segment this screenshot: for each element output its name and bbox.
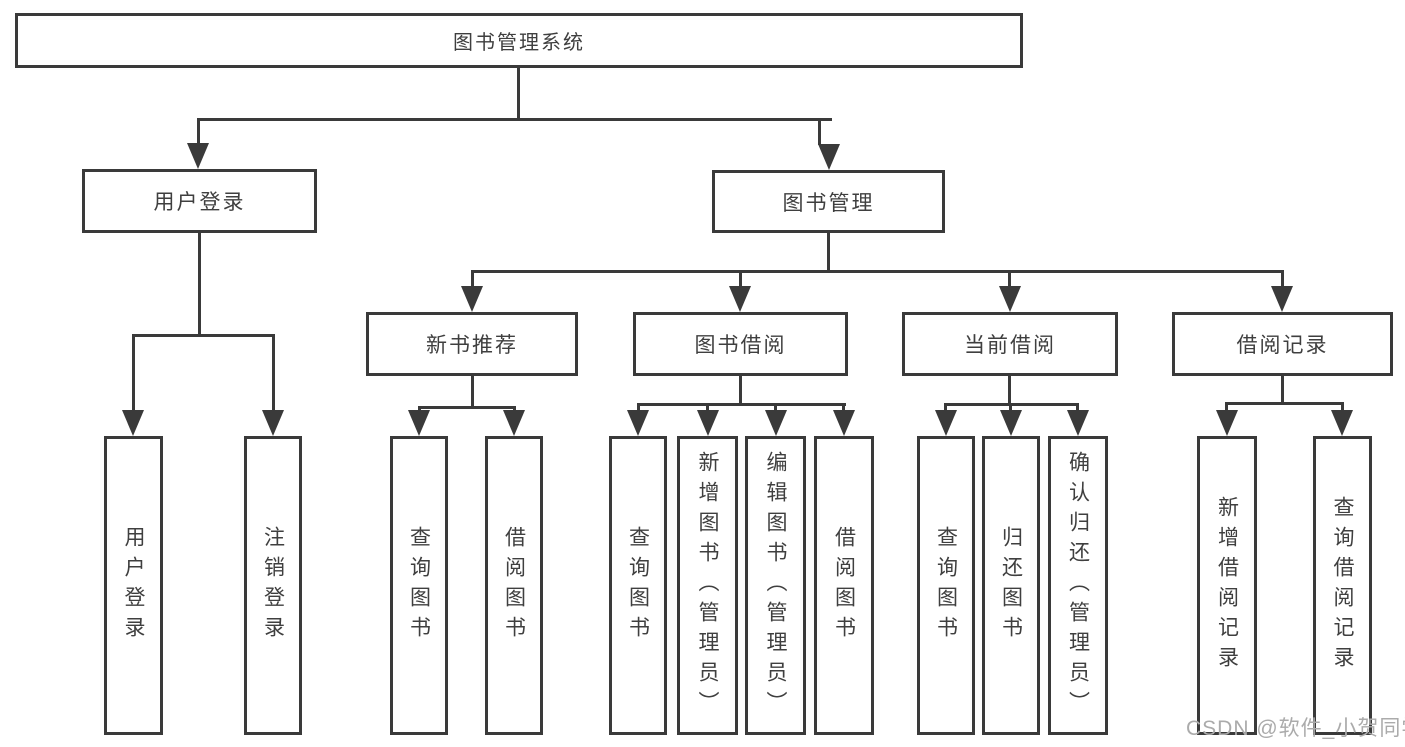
- connector-line: [272, 334, 275, 412]
- node-new-book-recommend: 新书推荐: [366, 312, 578, 376]
- connector-line: [842, 403, 845, 412]
- arrowhead-icon: [999, 286, 1021, 312]
- connector-line: [818, 118, 821, 145]
- arrowhead-icon: [935, 410, 957, 436]
- connector-line: [1008, 270, 1011, 288]
- node-book-management: 图书管理: [712, 170, 945, 233]
- connector-line: [1225, 402, 1344, 405]
- connector-line: [513, 406, 516, 413]
- node-book-management-label: 图书管理: [782, 191, 875, 215]
- node-leaf-borrow-add-books-label: 新增图书（管理员）: [696, 450, 719, 721]
- node-borrow-records-label: 借阅记录: [1236, 334, 1329, 357]
- node-current-borrow-label: 当前借阅: [964, 334, 1056, 357]
- node-leaf-current-confirm-return: 确认归还（管理员）: [1048, 436, 1108, 735]
- connector-line: [706, 403, 709, 412]
- connector-line: [1225, 402, 1228, 412]
- node-leaf-borrow-edit-books: 编辑图书（管理员）: [745, 436, 806, 735]
- arrowhead-icon: [818, 144, 840, 170]
- connector-line: [1281, 376, 1284, 404]
- node-user-login-label: 用户登录: [153, 191, 246, 214]
- connector-line: [471, 376, 474, 408]
- arrowhead-icon: [503, 410, 525, 436]
- connector-line: [739, 270, 742, 288]
- node-leaf-logout: 注销登录: [244, 436, 302, 735]
- node-leaf-current-query-books-label: 查询图书: [934, 525, 958, 646]
- connector-line: [132, 334, 135, 412]
- node-leaf-current-return-books: 归还图书: [982, 436, 1040, 735]
- arrowhead-icon: [1067, 410, 1089, 436]
- connector-line: [637, 403, 640, 412]
- node-leaf-user-login-label: 用户登录: [122, 525, 145, 646]
- connector-line: [418, 406, 421, 413]
- connector-line: [1341, 402, 1344, 412]
- node-leaf-recommend-borrow-books: 借阅图书: [485, 436, 543, 735]
- connector-line: [1009, 403, 1012, 412]
- node-leaf-current-return-books-label: 归还图书: [999, 525, 1023, 646]
- connector-line: [471, 270, 474, 288]
- arrowhead-icon: [627, 410, 649, 436]
- arrowhead-icon: [408, 410, 430, 436]
- node-leaf-current-confirm-return-label: 确认归还（管理员）: [1066, 450, 1090, 721]
- arrowhead-icon: [1216, 410, 1238, 436]
- arrowhead-icon: [1271, 286, 1293, 312]
- connector-line: [197, 118, 832, 121]
- node-book-borrow: 图书借阅: [633, 312, 848, 376]
- node-current-borrow: 当前借阅: [902, 312, 1118, 376]
- node-leaf-recommend-borrow-books-label: 借阅图书: [502, 525, 526, 646]
- node-leaf-current-query-books: 查询图书: [917, 436, 975, 735]
- connector-line: [471, 270, 1283, 273]
- connector-line: [132, 334, 275, 337]
- arrowhead-icon: [1000, 410, 1022, 436]
- connector-line: [1008, 376, 1011, 405]
- node-leaf-borrow-edit-books-label: 编辑图书（管理员）: [764, 450, 787, 721]
- node-root-label: 图书管理系统: [453, 32, 585, 54]
- node-leaf-records-query-label: 查询借阅记录: [1331, 495, 1354, 676]
- node-leaf-records-add-label: 新增借阅记录: [1215, 495, 1239, 676]
- node-leaf-recommend-query-books: 查询图书: [390, 436, 448, 735]
- arrowhead-icon: [187, 143, 209, 169]
- connector-line: [944, 403, 947, 412]
- node-leaf-records-add: 新增借阅记录: [1197, 436, 1257, 735]
- node-leaf-logout-label: 注销登录: [261, 525, 285, 646]
- connector-line: [637, 403, 846, 406]
- node-leaf-borrow-query-books-label: 查询图书: [626, 525, 650, 646]
- arrowhead-icon: [1331, 410, 1353, 436]
- node-leaf-borrow-query-books: 查询图书: [609, 436, 667, 735]
- connector-line: [517, 68, 520, 121]
- node-leaf-borrow-borrow-books-label: 借阅图书: [832, 525, 856, 646]
- connector-line: [827, 233, 830, 273]
- connector-line: [197, 118, 200, 144]
- arrowhead-icon: [122, 410, 144, 436]
- connector-line: [418, 406, 516, 409]
- node-new-book-recommend-label: 新书推荐: [426, 334, 518, 357]
- connector-line: [198, 233, 201, 337]
- node-leaf-user-login: 用户登录: [104, 436, 163, 735]
- connector-line: [1076, 403, 1079, 412]
- connector-line: [774, 403, 777, 412]
- node-leaf-records-query: 查询借阅记录: [1313, 436, 1372, 735]
- arrowhead-icon: [833, 410, 855, 436]
- node-root: 图书管理系统: [15, 13, 1023, 68]
- arrowhead-icon: [461, 286, 483, 312]
- arrowhead-icon: [262, 410, 284, 436]
- connector-line: [1281, 270, 1284, 288]
- arrowhead-icon: [765, 410, 787, 436]
- arrowhead-icon: [697, 410, 719, 436]
- node-book-borrow-label: 图书借阅: [694, 334, 787, 357]
- watermark-text: CSDN @软件_小贺同学: [1186, 717, 1405, 740]
- node-leaf-borrow-add-books: 新增图书（管理员）: [677, 436, 738, 735]
- connector-line: [739, 376, 742, 405]
- node-user-login: 用户登录: [82, 169, 317, 233]
- node-leaf-recommend-query-books-label: 查询图书: [407, 525, 431, 646]
- node-borrow-records: 借阅记录: [1172, 312, 1393, 376]
- arrowhead-icon: [729, 286, 751, 312]
- node-leaf-borrow-borrow-books: 借阅图书: [814, 436, 874, 735]
